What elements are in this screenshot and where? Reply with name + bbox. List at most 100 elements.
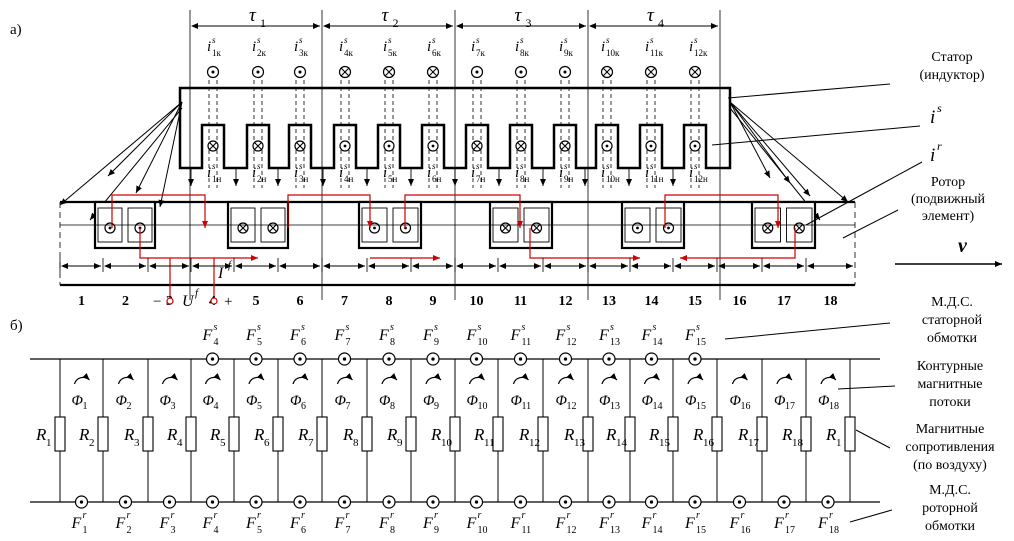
rotor-conductor-5-2 [662, 222, 675, 234]
stator-current-top-marker-1 [206, 65, 220, 79]
stator-current-bottom-sub-2: 2н [257, 174, 267, 184]
resistance-sub-19: 1 [836, 437, 842, 449]
flux-sub-6: 6 [301, 401, 306, 412]
resistor-19 [844, 416, 856, 452]
stator-current-top-marker-12 [688, 65, 702, 79]
stator-current-bottom-sub-12: 12н [694, 174, 708, 184]
rotor-conductor-2-1 [237, 222, 249, 234]
mds-stator-label: М.Д.С. [931, 295, 973, 310]
flux-sub-16: 16 [741, 401, 751, 412]
rotor-mmf-sup-10: r [478, 510, 482, 521]
stator-mmf-10: F [466, 327, 477, 344]
rotor-mmf-sub-12: 12 [567, 525, 577, 536]
segment-number-7: 7 [341, 294, 348, 309]
rotor-mmf-sup-14: r [653, 510, 657, 521]
resistance-sub-5: 5 [220, 437, 226, 449]
stator-mmf-sup-8: s [390, 322, 394, 333]
stator-mmf-sub-6: 6 [301, 337, 306, 348]
rotor-mmf-3: F [159, 515, 170, 532]
rotor-mmf-sup-6: r [301, 510, 305, 521]
stator-current-bottom-sup-6: s [432, 161, 436, 171]
stator-mmf-15: F [684, 327, 695, 344]
stator-current-bottom-2: i [252, 165, 256, 181]
segment-number-16: 16 [733, 294, 747, 309]
resistance-label-17: R [737, 425, 749, 444]
rotor-mmf-sub-10: 10 [478, 525, 488, 536]
rotor-mmf-10: F [466, 515, 477, 532]
flux-label-5: Φ [246, 393, 258, 409]
flux-label-3: Φ [160, 393, 172, 409]
resistor-4 [185, 416, 197, 452]
stator-current-top-7: i [471, 39, 475, 55]
flux-arrow-14 [643, 372, 660, 385]
stator-current-top-sup-1: s [212, 35, 216, 45]
stator-current-bottom-7: i [471, 165, 475, 181]
stator-current-top-6: i [427, 39, 431, 55]
stator-current-bottom-8: i [515, 165, 519, 181]
rotor-mmf-sub-6: 6 [301, 525, 306, 536]
resistor-7 [316, 416, 328, 452]
stator-mmf-sup-12: s [567, 322, 571, 333]
rotor-mmf-sub-7: 7 [346, 525, 351, 536]
stator-mmf-source-7 [337, 352, 352, 366]
stator-body [178, 86, 732, 170]
rotor-mmf-sup-4: r [214, 510, 218, 521]
stator-current-bottom-sup-5: s [388, 161, 392, 171]
flux-label-3: потоки [929, 395, 971, 410]
flux-sub-17: 17 [785, 401, 795, 412]
rotor-label-sub1: (подвижный [911, 192, 986, 207]
stator-current-bottom-sub-10: 10н [606, 174, 620, 184]
rotor-mmf-sup-11: r [522, 510, 526, 521]
rotor-mmf-sub-3: 3 [171, 525, 176, 536]
stator-mmf-11: F [510, 327, 521, 344]
rotor-mmf-14: F [641, 515, 652, 532]
flux-label-6: Φ [290, 393, 302, 409]
fan-left-1 [59, 101, 183, 206]
stator-current-bottom-sup-10: s [606, 161, 610, 171]
rotor-mmf-source-3 [162, 495, 177, 509]
stator-current-bottom-11: i [645, 165, 649, 181]
rotor-mmf-sub-15: 15 [696, 525, 706, 536]
flux-sub-10: 10 [478, 401, 488, 412]
stator-current-top-sup-9: s [564, 35, 568, 45]
flux-label-14: Φ [642, 393, 654, 409]
flux-sub-14: 14 [653, 401, 663, 412]
ir-label-sup: r [937, 139, 942, 153]
stator-current-top-sub-11: 11к [650, 48, 664, 58]
rotor-mmf-16: F [729, 515, 740, 532]
stator-mmf-9: F [422, 327, 433, 344]
rotor-mmf-source-11 [513, 495, 528, 509]
stator-current-top-12: i [689, 39, 693, 55]
Uf-label: U [182, 293, 195, 310]
rotor-mmf-sub-5: 5 [257, 525, 262, 536]
stator-slot-conductor-10 [601, 140, 613, 152]
minus-terminal: − [153, 294, 161, 310]
resistance-label: Магнитные [916, 422, 985, 437]
stator-mmf-6: F [289, 327, 300, 344]
stator-current-top-sub-9: 9к [564, 48, 574, 58]
stator-slot-conductor-4 [339, 140, 351, 152]
stator-mmf-sub-14: 14 [653, 337, 663, 348]
segment-number-5: 5 [253, 294, 260, 309]
rotor-mmf-sup-15: r [696, 510, 700, 521]
rotor-conductor-6-2 [793, 222, 805, 234]
stator-mmf-source-10 [469, 352, 484, 366]
excitation-current-path [111, 194, 796, 298]
stator-slot-conductor-7 [471, 140, 483, 152]
flux-label-17: Φ [774, 393, 786, 409]
stator-mmf-source-11 [513, 352, 528, 366]
stator-current-top-marker-8 [514, 65, 528, 79]
stator-current-top-sub-8: 8к [520, 48, 530, 58]
segment-number-6: 6 [297, 294, 304, 309]
stator-current-bottom-sup-1: s [212, 161, 216, 171]
resistance-sub-9: 9 [397, 437, 403, 449]
is-label-sup: s [937, 101, 942, 115]
rotor-mmf-sup-1: r [83, 510, 87, 521]
flux-arrow-17 [776, 372, 793, 385]
resistor-5 [228, 416, 240, 452]
